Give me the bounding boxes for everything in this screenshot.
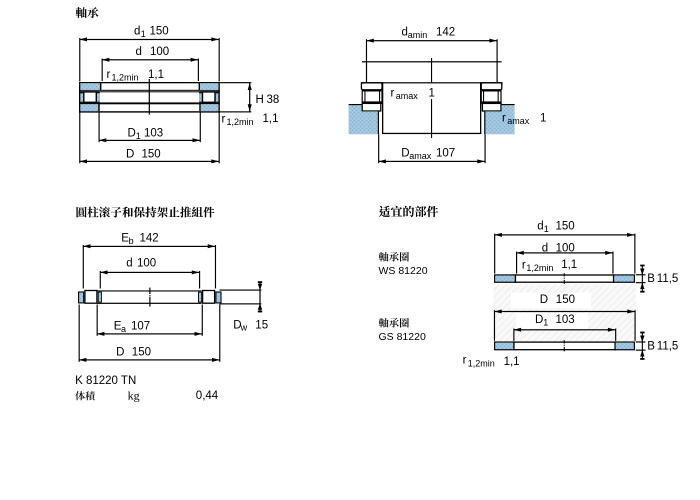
svg-text:d: d xyxy=(126,258,132,270)
svg-text:1,1: 1,1 xyxy=(561,259,577,271)
svg-text:142: 142 xyxy=(140,233,159,245)
svg-text:1,1: 1,1 xyxy=(504,356,520,368)
svg-text:100: 100 xyxy=(137,258,156,270)
svg-text:w: w xyxy=(240,323,248,333)
svg-text:1,2min: 1,2min xyxy=(526,263,553,273)
svg-text:r: r xyxy=(391,88,395,100)
svg-text:r: r xyxy=(463,355,467,367)
svg-text:r: r xyxy=(502,113,506,125)
svg-text:11,5: 11,5 xyxy=(657,340,679,352)
svg-text:150: 150 xyxy=(142,149,161,161)
svg-text:d: d xyxy=(134,26,140,38)
svg-text:GS 81220: GS 81220 xyxy=(379,331,426,343)
svg-text:r: r xyxy=(522,259,526,271)
svg-text:150: 150 xyxy=(150,26,169,38)
svg-text:38: 38 xyxy=(267,94,280,106)
svg-text:WS 81220: WS 81220 xyxy=(379,265,428,277)
svg-text:11,5: 11,5 xyxy=(657,273,679,285)
svg-text:amax: amax xyxy=(409,151,432,161)
svg-text:1: 1 xyxy=(540,113,546,125)
svg-text:d: d xyxy=(402,27,408,39)
svg-text:100: 100 xyxy=(150,46,169,58)
svg-text:107: 107 xyxy=(131,321,150,333)
svg-text:D: D xyxy=(128,128,136,140)
svg-text:1: 1 xyxy=(141,29,146,39)
svg-text:150: 150 xyxy=(132,347,151,359)
svg-text:amax: amax xyxy=(396,91,419,101)
svg-text:1: 1 xyxy=(136,131,141,141)
svg-text:kg: kg xyxy=(128,388,140,402)
svg-text:B: B xyxy=(647,273,655,285)
svg-text:100: 100 xyxy=(556,242,575,254)
svg-text:E: E xyxy=(114,321,122,333)
svg-text:103: 103 xyxy=(144,128,163,140)
svg-text:d: d xyxy=(542,242,548,254)
svg-text:d: d xyxy=(136,46,142,58)
svg-text:1,2min: 1,2min xyxy=(468,358,495,368)
svg-text:15: 15 xyxy=(255,319,268,331)
svg-text:0,44: 0,44 xyxy=(196,390,219,402)
svg-text:1,2min: 1,2min xyxy=(112,73,139,83)
svg-text:1,1: 1,1 xyxy=(263,113,279,125)
svg-text:150: 150 xyxy=(556,294,575,306)
svg-text:D: D xyxy=(535,314,543,326)
svg-text:142: 142 xyxy=(436,27,455,39)
svg-text:1: 1 xyxy=(429,88,435,100)
svg-text:D: D xyxy=(116,347,124,359)
svg-text:1: 1 xyxy=(543,318,548,328)
svg-text:amax: amax xyxy=(507,116,530,126)
svg-text:D: D xyxy=(233,319,241,331)
svg-text:D: D xyxy=(401,148,409,160)
svg-text:1,2min: 1,2min xyxy=(227,117,254,127)
svg-text:150: 150 xyxy=(556,221,575,233)
svg-text:D: D xyxy=(126,149,134,161)
svg-text:K 81220 TN: K 81220 TN xyxy=(75,375,136,387)
svg-text:b: b xyxy=(129,236,134,246)
svg-text:amin: amin xyxy=(408,30,428,40)
svg-text:1,1: 1,1 xyxy=(148,69,164,81)
svg-text:E: E xyxy=(121,233,129,245)
svg-text:a: a xyxy=(121,324,126,334)
svg-text:H: H xyxy=(256,94,264,106)
svg-text:103: 103 xyxy=(556,314,575,326)
svg-text:107: 107 xyxy=(436,148,455,160)
svg-text:B: B xyxy=(647,340,655,352)
svg-text:r: r xyxy=(222,114,226,126)
svg-text:d: d xyxy=(537,221,543,233)
svg-text:D: D xyxy=(540,294,548,306)
svg-text:r: r xyxy=(107,69,111,81)
svg-text:1: 1 xyxy=(544,224,549,234)
